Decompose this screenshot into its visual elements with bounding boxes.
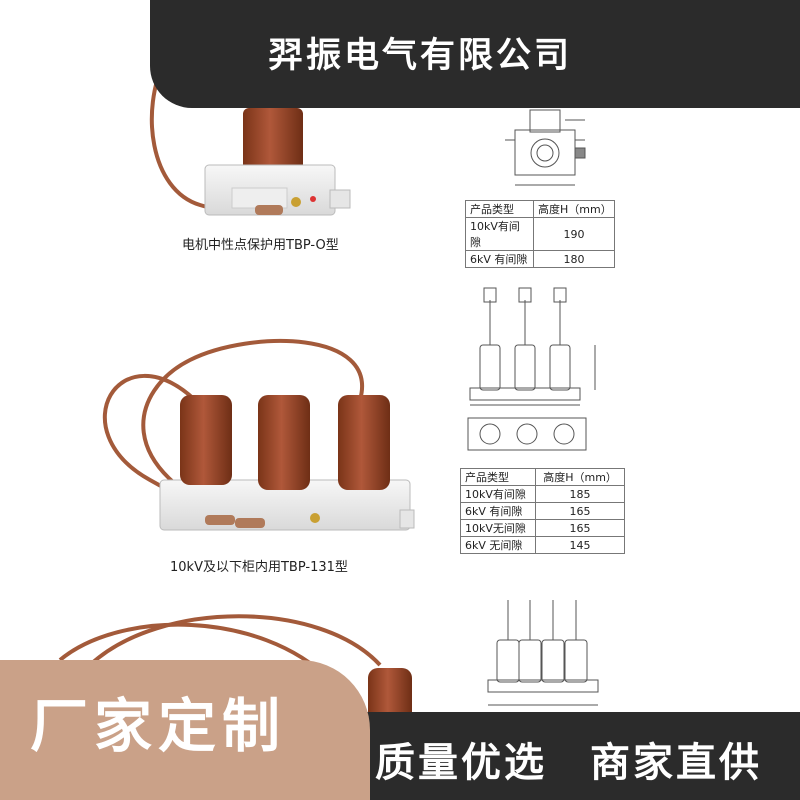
table-cell: 180 xyxy=(533,250,615,268)
tbp-131-dimension-drawing xyxy=(467,287,596,451)
spec-table-tbp-131: 产品类型 高度H（mm） 10kV有间隙 185 6kV 有间隙 165 10k… xyxy=(459,468,625,554)
table-row: 10kV无间隙 165 xyxy=(459,519,625,537)
table-header-row: 产品类型 高度H（mm） xyxy=(464,200,615,218)
table-row: 6kV 有间隙 165 xyxy=(459,502,625,520)
tbp-131-arrester-photo xyxy=(103,338,415,531)
table-cell: 165 xyxy=(535,502,625,520)
tbp-o-arrester-photo xyxy=(149,59,351,216)
table-cell: 10kV有间隙 xyxy=(459,485,537,503)
custom-label: 厂家定制 xyxy=(30,692,287,760)
table-header: 高度H（mm） xyxy=(535,468,625,486)
table-cell: 165 xyxy=(535,519,625,537)
table-cell: 190 xyxy=(533,217,615,251)
table-cell: 6kV 有间隙 xyxy=(459,502,537,520)
spec-table-tbp-o: 产品类型 高度H（mm） 10kV有间隙 190 6kV 有间隙 180 xyxy=(464,200,615,268)
third-dimension-drawing xyxy=(487,600,599,706)
table-header: 高度H（mm） xyxy=(533,200,615,218)
table-row: 6kV 无间隙 145 xyxy=(459,536,625,554)
table-header: 产品类型 xyxy=(459,468,537,486)
table-cell: 6kV 有间隙 xyxy=(464,250,535,268)
table-cell: 6kV 无间隙 xyxy=(459,536,537,554)
table-row: 10kV有间隙 190 xyxy=(464,217,615,251)
table-cell: 10kV无间隙 xyxy=(459,519,537,537)
table-header: 产品类型 xyxy=(464,200,535,218)
product-caption-tbp-131: 10kV及以下柜内用TBP-131型 xyxy=(170,560,348,575)
table-header-row: 产品类型 高度H（mm） xyxy=(459,468,625,486)
product-caption-tbp-o: 电机中性点保护用TBP-O型 xyxy=(182,238,339,253)
quality-slogan: 质量优选 商家直供 xyxy=(375,740,762,786)
tbp-o-dimension-drawing xyxy=(505,109,586,186)
table-cell: 145 xyxy=(535,536,625,554)
company-name: 羿振电气有限公司 xyxy=(267,36,572,76)
table-cell: 185 xyxy=(535,485,625,503)
company-banner xyxy=(150,0,800,108)
table-cell: 10kV有间隙 xyxy=(464,217,535,251)
table-row: 6kV 有间隙 180 xyxy=(464,250,615,268)
custom-badge xyxy=(0,660,370,800)
table-row: 10kV有间隙 185 xyxy=(459,485,625,503)
